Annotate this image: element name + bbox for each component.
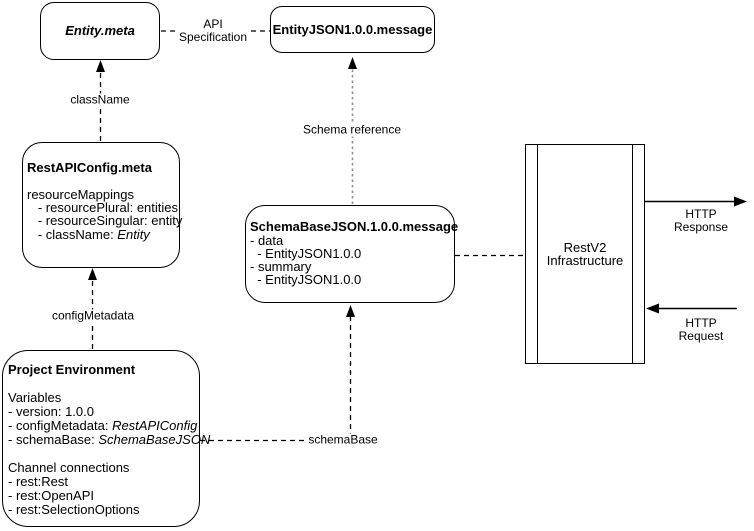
resource-mappings-header: resourceMappings [27, 187, 134, 202]
summary-entityjson-line: - EntityJSON1.0.0 [250, 272, 362, 288]
classname-line-value: Entity [117, 226, 150, 242]
classname-label: className [68, 92, 132, 107]
configmetadata-line-value: RestAPIConfig [112, 418, 198, 433]
configmetadata-label: configMetadata [49, 308, 137, 323]
rest-rest-line: - rest:Rest [8, 474, 68, 489]
node-project-environment: Project Environment Variables - version:… [2, 350, 210, 527]
schemabase-connector [200, 305, 355, 442]
schemabase-label: schemaBase [306, 432, 380, 447]
spacer [8, 447, 197, 461]
schemabase-line: - schemaBase: SchemaBaseJSON [8, 432, 210, 447]
node-restv2-infrastructure: RestV2 Infrastructure [525, 144, 645, 364]
process-bar-right [632, 145, 633, 363]
node-rest-api-config: RestAPIConfig.meta resourceMappings - re… [22, 142, 183, 268]
schema-base-json-title: SchemaBaseJSON.1.0.0.message [250, 219, 459, 234]
configmetadata-line-prefix: - configMetadata: [8, 418, 113, 433]
variables-header: Variables [8, 390, 62, 405]
resource-singular-line: - resourceSingular: entity [27, 213, 183, 229]
http-response-label: HTTP Response [673, 207, 729, 234]
resource-plural-line: - resourcePlural: entities [27, 200, 179, 216]
configmetadata-connector [88, 268, 97, 349]
http-response-arrow [645, 196, 747, 207]
classname-connector [96, 60, 105, 141]
schemabase-line-value: SchemaBaseJSON [98, 432, 211, 447]
node-entity-meta: Entity.meta [40, 2, 160, 60]
project-environment-title: Project Environment [8, 362, 136, 377]
api-specification-label: API Specification [176, 17, 250, 44]
schemabase-line-prefix: - schemaBase: [8, 432, 99, 447]
spacer [8, 377, 197, 391]
summary-line: - summary [250, 258, 312, 274]
configmetadata-line: - configMetadata: RestAPIConfig [8, 419, 197, 433]
data-entityjson-line: - EntityJSON1.0.0 [250, 245, 362, 261]
entityjson-message-title: EntityJSON1.0.0.message [272, 21, 433, 37]
http-request-arrow [646, 303, 737, 314]
version-line: - version: 1.0.0 [8, 404, 94, 419]
node-schema-base-json: SchemaBaseJSON.1.0.0.message - data - En… [245, 205, 459, 303]
rest-openapi-line: - rest:OpenAPI [8, 488, 94, 503]
node-entityjson-message: EntityJSON1.0.0.message [270, 6, 435, 53]
schema-reference-label: Schema reference [300, 122, 404, 137]
entity-meta-title: Entity.meta [65, 23, 135, 39]
data-line: - data [250, 232, 284, 248]
spacer [27, 175, 176, 189]
classname-line-prefix: - className: [27, 226, 118, 242]
classname-line: - className: Entity [27, 228, 176, 241]
restv2-infrastructure-label: RestV2 Infrastructure [546, 239, 624, 268]
rest-selectionoptions-line: - rest:SelectionOptions [8, 502, 140, 517]
http-request-label: HTTP Request [678, 316, 724, 343]
channel-connections-header: Channel connections [8, 460, 130, 475]
process-bar-left [537, 145, 538, 363]
rest-api-config-title: RestAPIConfig.meta [27, 160, 152, 175]
